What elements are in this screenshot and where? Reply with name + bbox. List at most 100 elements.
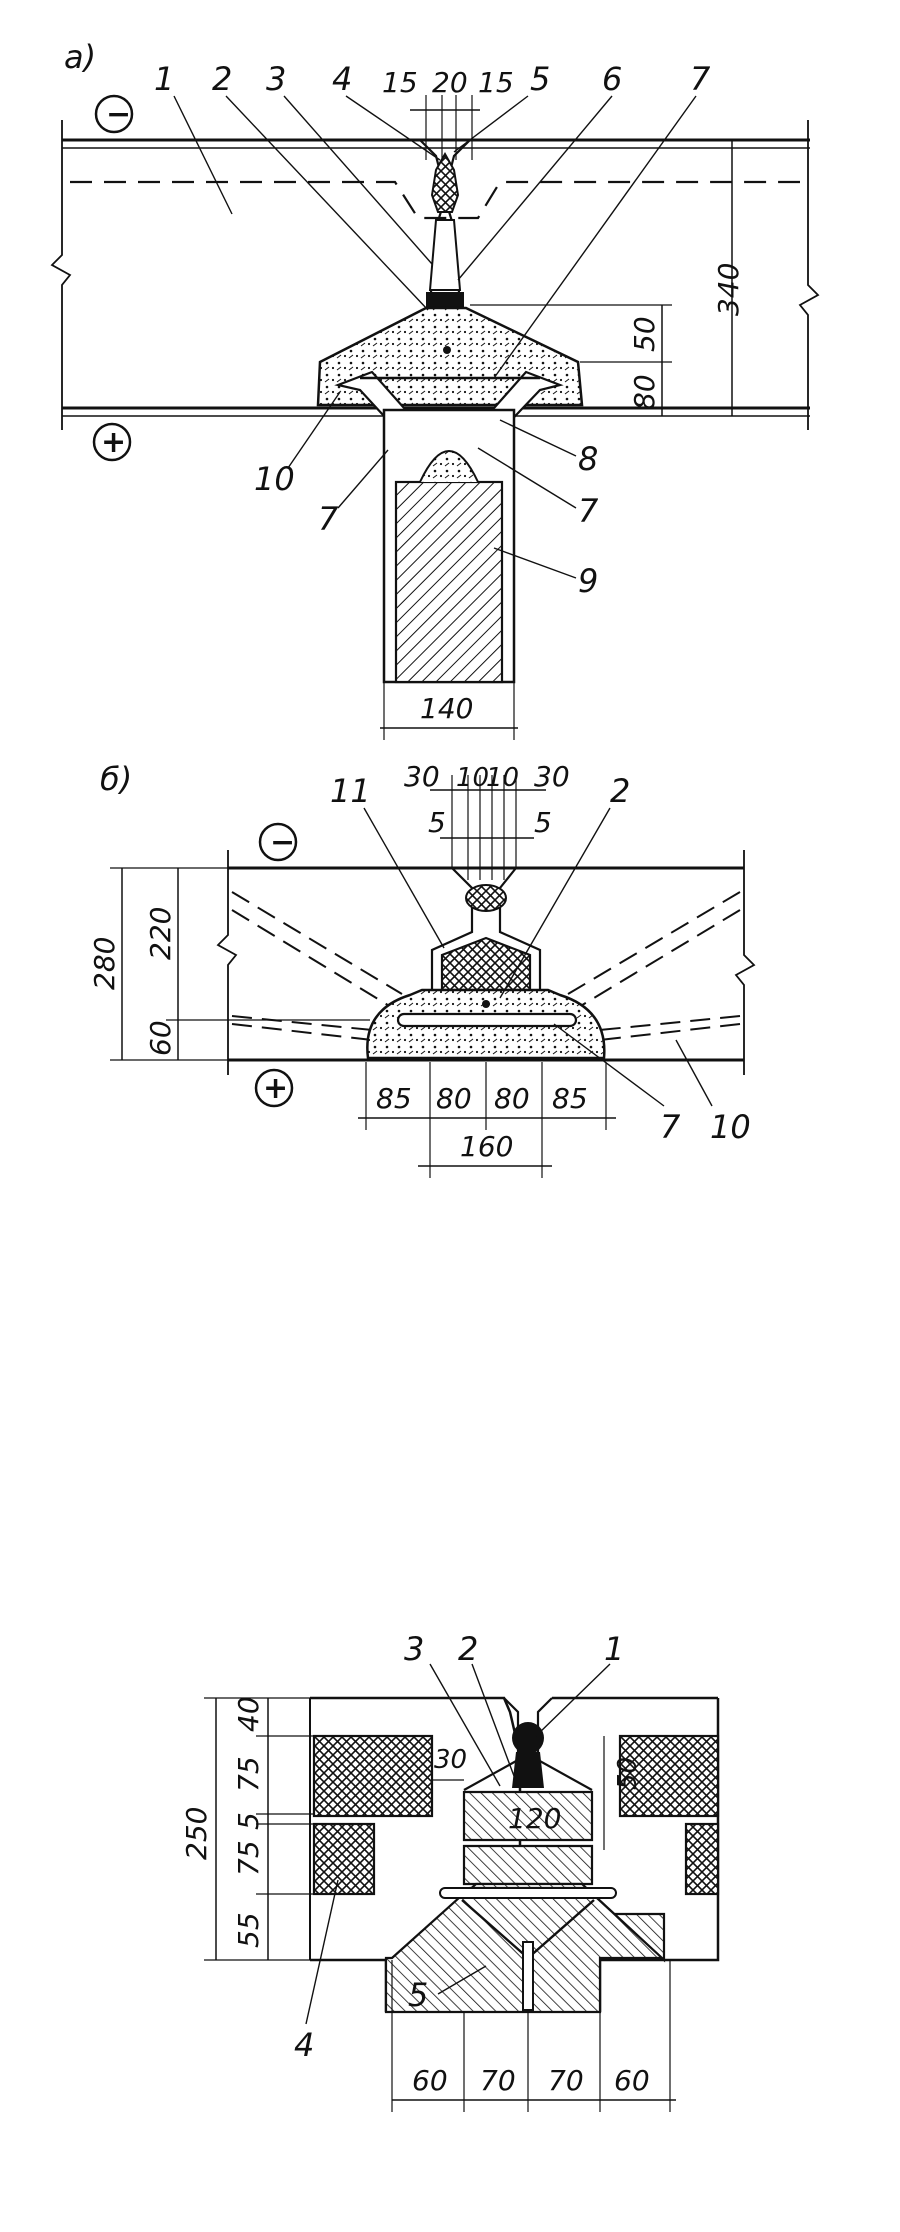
- panel-c-dim-5: 5: [232, 1812, 265, 1830]
- panel-b-dim-160: 160: [460, 1130, 513, 1163]
- panel-a-center-dot: [443, 346, 451, 354]
- panel-b-callout-7: 7: [660, 1108, 681, 1146]
- panel-a-callout-7-top: 7: [690, 60, 711, 98]
- panel-c-callout-4: 4: [294, 2026, 314, 2064]
- panel-a-callout-5: 5: [530, 60, 550, 98]
- panel-b-dim-10-left: 10: [456, 763, 489, 793]
- panel-b-plus-sign: +: [263, 1071, 288, 1106]
- panel-c-insulation-mid-left: [312, 1822, 376, 1896]
- panel-c-rebar-stem: [522, 1941, 534, 2011]
- panel-a-callout-6: 6: [602, 60, 622, 98]
- panel-b-callout-11: 11: [330, 772, 371, 810]
- panel-a-dim-15-right: 15: [478, 66, 514, 99]
- panel-a-dim-80: 80: [628, 374, 661, 410]
- panel-a-callout-7-left: 7: [318, 500, 339, 538]
- panel-a-leader-6: [457, 95, 613, 281]
- panel-a-callout-4: 4: [332, 60, 352, 98]
- panel-b-plus-circle: [254, 1068, 294, 1108]
- panel-a-callout-3: 3: [266, 60, 286, 98]
- panel-b-minus-sign: −: [270, 825, 295, 860]
- panel-a-minus-circle: [94, 94, 134, 134]
- panel-b-dim-10-right: 10: [486, 763, 519, 793]
- panel-b-block: [440, 936, 532, 992]
- panel-c-callout-5: 5: [408, 1976, 428, 2014]
- panel-a-dim-20: 20: [432, 66, 468, 99]
- panel-b-leader-7: [553, 1023, 665, 1107]
- panel-a-leader-8: [499, 419, 577, 457]
- panel-a-callout-7-right: 7: [578, 492, 599, 530]
- panel-b-leader-11: [363, 807, 445, 949]
- panel-a-leader-9: [493, 547, 577, 579]
- panel-c-dim-50: 50: [613, 1757, 643, 1790]
- panel-c-callout-1: 1: [604, 1630, 624, 1668]
- panel-a-plus-sign: +: [101, 425, 126, 460]
- panel-a-arch: [419, 450, 479, 483]
- panel-c-dim-75-top: 75: [232, 1756, 265, 1792]
- panel-c-dim-55: 55: [232, 1912, 265, 1948]
- panel-c-leader-3: [429, 1663, 501, 1787]
- panel-a-minus-sign: −: [106, 97, 131, 132]
- panel-a-leader-3: [283, 95, 433, 265]
- panel-a-callout-2: 2: [212, 60, 232, 98]
- panel-b: б) − + 30 10 10 30 5 5: [88, 760, 756, 1178]
- panel-c-dim-70-left: 70: [480, 2064, 516, 2097]
- panel-b-dim-280: 280: [88, 937, 121, 990]
- panel-b-callout-10: 10: [710, 1108, 751, 1146]
- panel-b-dim-30-left: 30: [404, 760, 440, 793]
- panel-b-minus-circle: [258, 822, 298, 862]
- panel-a: а) − +: [50, 38, 820, 740]
- panel-a-dim-15-left: 15: [382, 66, 418, 99]
- panel-c-dim-60-right: 60: [614, 2064, 650, 2097]
- panel-a-leader-7-right: [477, 447, 577, 509]
- panel-c-callout-3: 3: [404, 1630, 424, 1668]
- panel-b-bar: [396, 1012, 578, 1028]
- panel-a-sealant-block: [426, 292, 464, 308]
- panel-c-leader-4: [305, 1879, 339, 2025]
- panel-a-callout-8: 8: [578, 440, 598, 478]
- panel-a-break-right: [798, 120, 820, 430]
- panel-b-label: б): [100, 760, 132, 798]
- panel-a-leader-1: [173, 95, 233, 215]
- panel-c-leader-5: [437, 1965, 487, 1995]
- panel-c: 250 40 75 5 75 55 30 50 120 60 70 70 60 …: [180, 1630, 720, 2112]
- panel-b-dim-5-right: 5: [534, 806, 552, 839]
- panel-c-insulation-top-left: [312, 1734, 434, 1818]
- panel-b-dim-220: 220: [144, 907, 177, 960]
- panel-b-dim-80-right: 80: [494, 1082, 530, 1115]
- panel-b-break-left: [216, 850, 238, 1075]
- panel-a-wall-inner: [394, 480, 504, 684]
- panel-c-central-upper: [462, 1790, 594, 1842]
- panel-c-dim-250-label: 250: [180, 1807, 213, 1860]
- panel-a-leader-4: [345, 95, 441, 161]
- panel-b-dim-80-left: 80: [436, 1082, 472, 1115]
- panel-a-dim-50: 50: [628, 316, 661, 352]
- panel-a-sealant-column: [428, 219, 462, 291]
- panel-a-leader-2: [225, 95, 429, 311]
- panel-a-leader-5: [453, 95, 529, 153]
- panel-b-center-dot: [482, 1000, 490, 1008]
- panel-a-callout-9: 9: [578, 562, 598, 600]
- panel-a-break-left: [50, 120, 72, 430]
- panel-a-sealant-top: [430, 151, 460, 213]
- panel-c-sealant-tail: [512, 1752, 544, 1788]
- panel-a-leader-7-top: [493, 95, 697, 379]
- panel-b-break-right: [734, 850, 756, 1075]
- panel-b-leader-2: [499, 807, 611, 999]
- panel-c-insulation-mid-right: [684, 1822, 720, 1896]
- panel-a-callout-10: 10: [254, 460, 295, 498]
- panel-b-dashed-rebar-right: [567, 891, 741, 1041]
- panel-c-dim-120: 120: [508, 1802, 561, 1835]
- panel-c-insulation-top-right: [618, 1734, 720, 1818]
- panel-a-leader-7-left: [337, 449, 389, 509]
- panel-b-groove: [430, 867, 542, 990]
- panel-a-plus-circle: [92, 422, 132, 462]
- panel-b-callout-2: 2: [610, 772, 630, 810]
- panel-b-leader-10: [675, 1039, 713, 1107]
- panel-c-dim-30: 30: [434, 1745, 467, 1775]
- panel-b-dim-30-right: 30: [534, 760, 570, 793]
- panel-c-rebar-bar: [439, 1887, 617, 1899]
- panel-c-dim-40: 40: [232, 1696, 265, 1732]
- panel-c-dim-70-right: 70: [548, 2064, 584, 2097]
- panel-b-dim-5-left: 5: [428, 806, 446, 839]
